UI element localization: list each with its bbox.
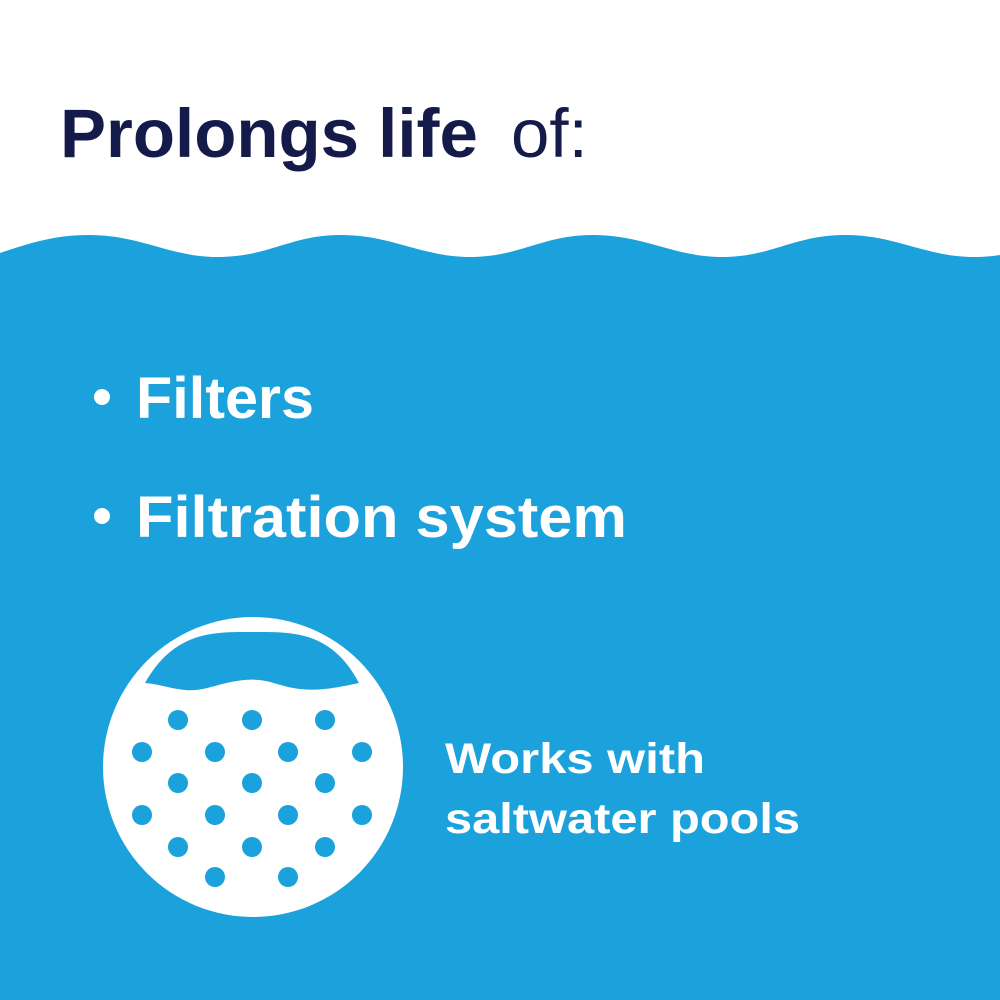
salt-dot-icon: [315, 773, 335, 793]
salt-dot-icon: [315, 710, 335, 730]
salt-dot-icon: [168, 837, 188, 857]
bullet-dot-icon: [94, 389, 110, 405]
headline-regular: of:: [511, 95, 588, 172]
salt-dot-icon: [205, 805, 225, 825]
salt-dot-icon: [315, 837, 335, 857]
saltwater-pool-icon: [103, 617, 403, 917]
salt-dot-icon: [168, 710, 188, 730]
bullet-dot-icon: [94, 508, 110, 524]
salt-dot-icon: [242, 773, 262, 793]
headline: Prolongs life of:: [60, 95, 588, 172]
salt-dot-icon: [242, 837, 262, 857]
salt-dot-icon: [278, 867, 298, 887]
water-wave-background: [0, 235, 1000, 1000]
salt-dot-icon: [352, 805, 372, 825]
feature-line2: saltwater pools: [445, 795, 800, 843]
salt-dot-icon: [278, 805, 298, 825]
salt-dot-icon: [132, 742, 152, 762]
salt-dot-icon: [205, 742, 225, 762]
bullet-filtration-system: Filtration system: [136, 485, 627, 550]
salt-dot-icon: [278, 742, 298, 762]
salt-dot-icon: [132, 805, 152, 825]
salt-dot-icon: [168, 773, 188, 793]
salt-dot-icon: [242, 710, 262, 730]
feature-line1: Works with: [445, 735, 705, 783]
salt-dot-icon: [205, 867, 225, 887]
headline-bold: Prolongs life: [60, 95, 478, 172]
salt-dot-icon: [352, 742, 372, 762]
bullet-filters: Filters: [136, 366, 314, 431]
